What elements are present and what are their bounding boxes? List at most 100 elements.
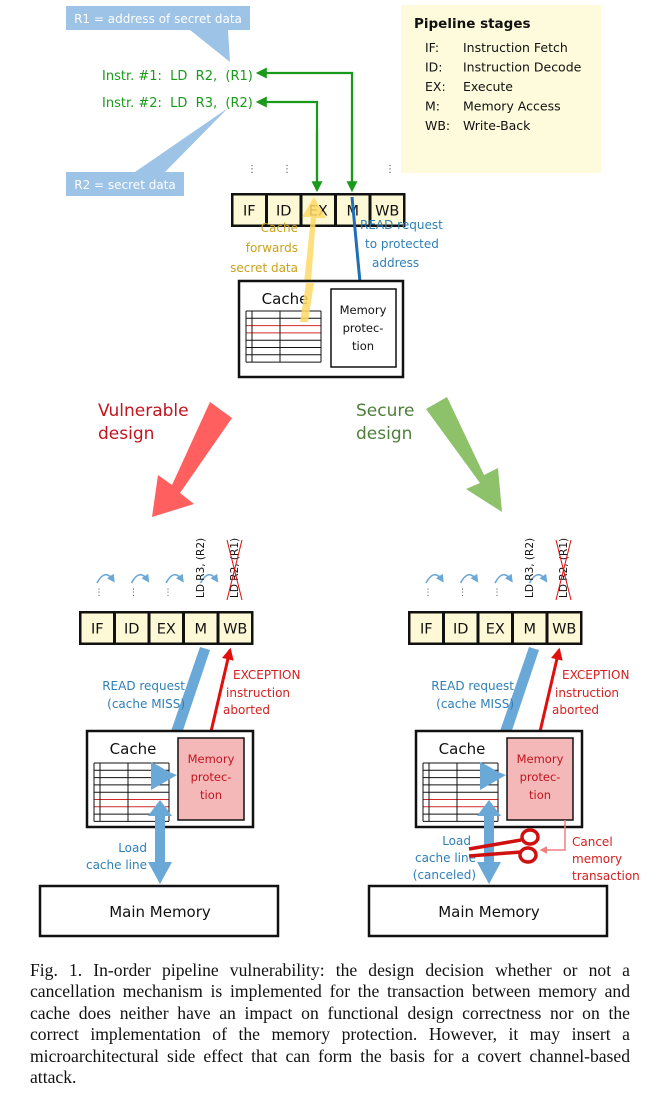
callout-r2: R2 = secret data <box>66 108 228 196</box>
memory-protection-label: protec- <box>191 770 232 784</box>
secure-label-1: Secure <box>356 401 414 421</box>
vulnerable-label-1: Vulnerable <box>98 401 189 421</box>
svg-text:aborted: aborted <box>223 703 270 717</box>
svg-text:instruction: instruction <box>555 686 619 700</box>
secure-stage-label: WB <box>552 622 576 638</box>
cache-title: Cache <box>110 740 157 758</box>
secure-stage-if <box>410 613 442 643</box>
svg-text:instruction: instruction <box>226 686 290 700</box>
ellipsis: ⋮ <box>458 588 467 598</box>
secure-stage-ex <box>479 613 511 643</box>
scissors-icon <box>468 828 540 864</box>
vuln-stage-label: WB <box>223 622 247 638</box>
cancel-transaction-arrow <box>539 820 566 854</box>
memory-protection-label: protec- <box>520 770 561 784</box>
main-memory-label: Main Memory <box>438 903 540 921</box>
secure-stage-label: EX <box>486 622 505 638</box>
legend-abbr: M: <box>425 99 440 114</box>
ellipsis: ⋮ <box>424 588 433 598</box>
ellipsis-id: ⋮ <box>282 164 292 175</box>
secure-stage-wb <box>548 613 580 643</box>
svg-text:protec-: protec- <box>343 321 384 335</box>
vuln-stage-label: EX <box>157 622 176 638</box>
svg-text:memory: memory <box>572 852 622 866</box>
instruction-1: Instr. #1: LD R2, (R1) <box>102 69 253 84</box>
legend-abbr: WB: <box>425 118 450 133</box>
vuln-stage-label: IF <box>91 622 104 638</box>
secure-stage-label: M <box>523 622 536 638</box>
legend-name: Instruction Decode <box>463 60 582 75</box>
callout-r1-text: R1 = address of secret data <box>74 12 242 26</box>
memory-protection-box <box>177 737 245 821</box>
svg-text:to protected: to protected <box>365 237 439 251</box>
main-memory-box <box>367 884 609 938</box>
vulnerable-design-arrow <box>152 402 232 517</box>
legend-name: Memory Access <box>463 99 561 114</box>
svg-text:Memory: Memory <box>340 303 387 317</box>
svg-text:cache line: cache line <box>86 858 147 872</box>
callout-r1: R1 = address of secret data <box>66 6 250 62</box>
memory-protection-label: Memory <box>188 752 235 766</box>
read-request-label: READ request <box>431 679 514 693</box>
legend-name: Execute <box>463 79 513 94</box>
load-cache-line-label: Load <box>118 841 147 855</box>
load-cache-line-label: Load <box>442 834 471 848</box>
ellipsis: ⋮ <box>164 588 173 598</box>
cache-title: Cache <box>439 740 486 758</box>
arrow-m-to-instr1 <box>255 67 354 190</box>
svg-text:tion: tion <box>352 339 374 353</box>
m-stage-instruction: LD R3, (R2) <box>195 538 207 598</box>
exception-label: EXCEPTION <box>562 668 629 682</box>
ellipsis: ⋮ <box>95 588 104 598</box>
top-stage-wb <box>371 195 403 225</box>
main-memory-box <box>38 884 280 938</box>
ellipsis: ⋮ <box>493 588 502 598</box>
callout-r2-text: R2 = secret data <box>74 178 176 192</box>
exception-label: EXCEPTION <box>233 668 300 682</box>
exception-arrow <box>208 647 234 737</box>
svg-text:secret data: secret data <box>230 261 298 275</box>
exception-arrow <box>537 647 563 737</box>
pipeline-advance-icon <box>459 573 479 584</box>
cache-title: Cache <box>262 290 309 308</box>
pipeline-advance-icon <box>425 573 444 584</box>
vuln-stage-ex <box>150 613 182 643</box>
pipeline-advance-icon <box>130 573 150 584</box>
vuln-stage-id <box>116 613 148 643</box>
top-stage-label: IF <box>243 204 256 220</box>
cache-forwards-label: Cache forwards secret data <box>230 221 298 275</box>
cache-lines-grid <box>422 762 499 822</box>
svg-text:transaction: transaction <box>572 869 640 883</box>
legend-name: Instruction Fetch <box>463 40 568 55</box>
svg-text:READ request: READ request <box>360 218 443 232</box>
legend-abbr: ID: <box>425 60 443 75</box>
vuln-stage-if <box>81 613 113 643</box>
pipeline-advance-icon <box>494 573 513 584</box>
svg-text:aborted: aborted <box>552 703 599 717</box>
svg-text:(canceled): (canceled) <box>413 868 476 882</box>
cache-top: Cache Memory protec- tion <box>237 279 405 379</box>
secure-stage-label: IF <box>420 622 433 638</box>
svg-text:(cache MISS): (cache MISS) <box>436 697 514 711</box>
pipeline-advance-icon <box>199 573 219 584</box>
figure-diagram: R1 = address of secret data R2 = secret … <box>38 5 640 938</box>
secure-stage-label: ID <box>453 622 468 638</box>
memory-protection-label: tion <box>529 788 551 802</box>
secure-stage-m <box>514 613 546 643</box>
memory-protection-label: Memory <box>517 752 564 766</box>
read-request-label: READ request <box>102 679 185 693</box>
legend-abbr: IF: <box>425 40 439 55</box>
top-stage-label: ID <box>276 204 291 220</box>
secure-design-arrow <box>426 397 502 512</box>
legend-title: Pipeline stages <box>414 16 531 32</box>
vuln-stage-wb <box>219 613 251 643</box>
ellipsis-wb: ⋮ <box>385 164 395 175</box>
m-stage-instruction: LD R3, (R2) <box>524 538 536 598</box>
instruction-2: Instr. #2: LD R3, (R2) <box>102 96 253 111</box>
memory-protection-box <box>506 737 574 821</box>
memory-protection-label: tion <box>200 788 222 802</box>
pipeline-advance-icon <box>528 573 548 584</box>
top-stage-label: WB <box>375 204 399 220</box>
